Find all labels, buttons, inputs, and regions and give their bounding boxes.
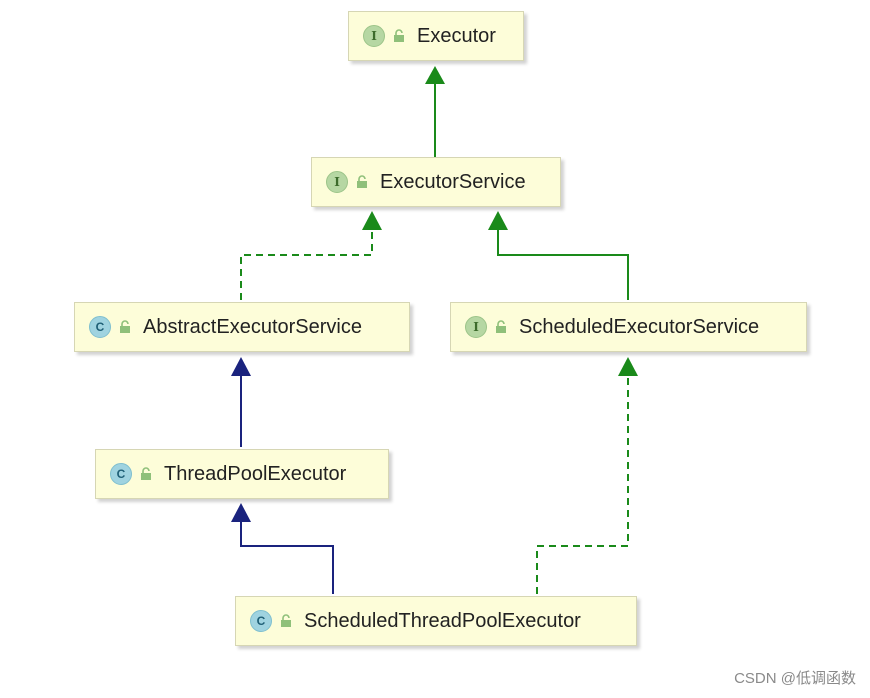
class-icon: C: [110, 463, 132, 485]
lock-icon: [496, 320, 506, 333]
node-label: ThreadPoolExecutor: [164, 462, 347, 485]
watermark: CSDN @低调函数: [734, 670, 856, 687]
edge-scheduledthreadpoolexecutor-to-scheduledexecutorservice: [536, 376, 629, 594]
node-label: ExecutorService: [380, 170, 526, 193]
node-label: ScheduledExecutorService: [519, 315, 760, 338]
interface-icon: I: [465, 316, 487, 338]
node-label: ScheduledThreadPoolExecutor: [304, 609, 581, 632]
node-scheduledthreadpoolexecutor[interactable]: C ScheduledThreadPoolExecutor: [235, 596, 637, 646]
edge-scheduledthreadpoolexecutor-to-threadpoolexecutor: [240, 522, 334, 594]
arrowhead-threadpoolexecutor: [231, 503, 251, 522]
arrowhead-scheduledexecutorservice: [618, 357, 638, 376]
edge-scheduledexecutorservice-to-executorservice: [497, 230, 629, 300]
node-label: Executor: [417, 24, 496, 47]
class-icon: C: [89, 316, 111, 338]
arrowhead-abstractexecutorservice: [231, 357, 251, 376]
arrowhead-executorservice-right: [488, 211, 508, 230]
node-threadpoolexecutor[interactable]: C ThreadPoolExecutor: [95, 449, 389, 499]
lock-icon: [394, 29, 404, 42]
node-executor[interactable]: I Executor: [348, 11, 524, 61]
edge-abstractexecutorservice-to-executorservice: [240, 230, 373, 300]
interface-icon: I: [326, 171, 348, 193]
arrowhead-executor: [425, 66, 445, 84]
class-icon: C: [250, 610, 272, 632]
node-scheduledexecutorservice[interactable]: I ScheduledExecutorService: [450, 302, 807, 352]
lock-icon: [281, 614, 291, 627]
lock-icon: [357, 175, 367, 188]
interface-icon: I: [363, 25, 385, 47]
arrowhead-executorservice-left: [362, 211, 382, 230]
lock-icon: [120, 320, 130, 333]
node-abstractexecutorservice[interactable]: C AbstractExecutorService: [74, 302, 410, 352]
lock-icon: [141, 467, 151, 480]
node-label: AbstractExecutorService: [143, 315, 362, 338]
node-executorservice[interactable]: I ExecutorService: [311, 157, 561, 207]
